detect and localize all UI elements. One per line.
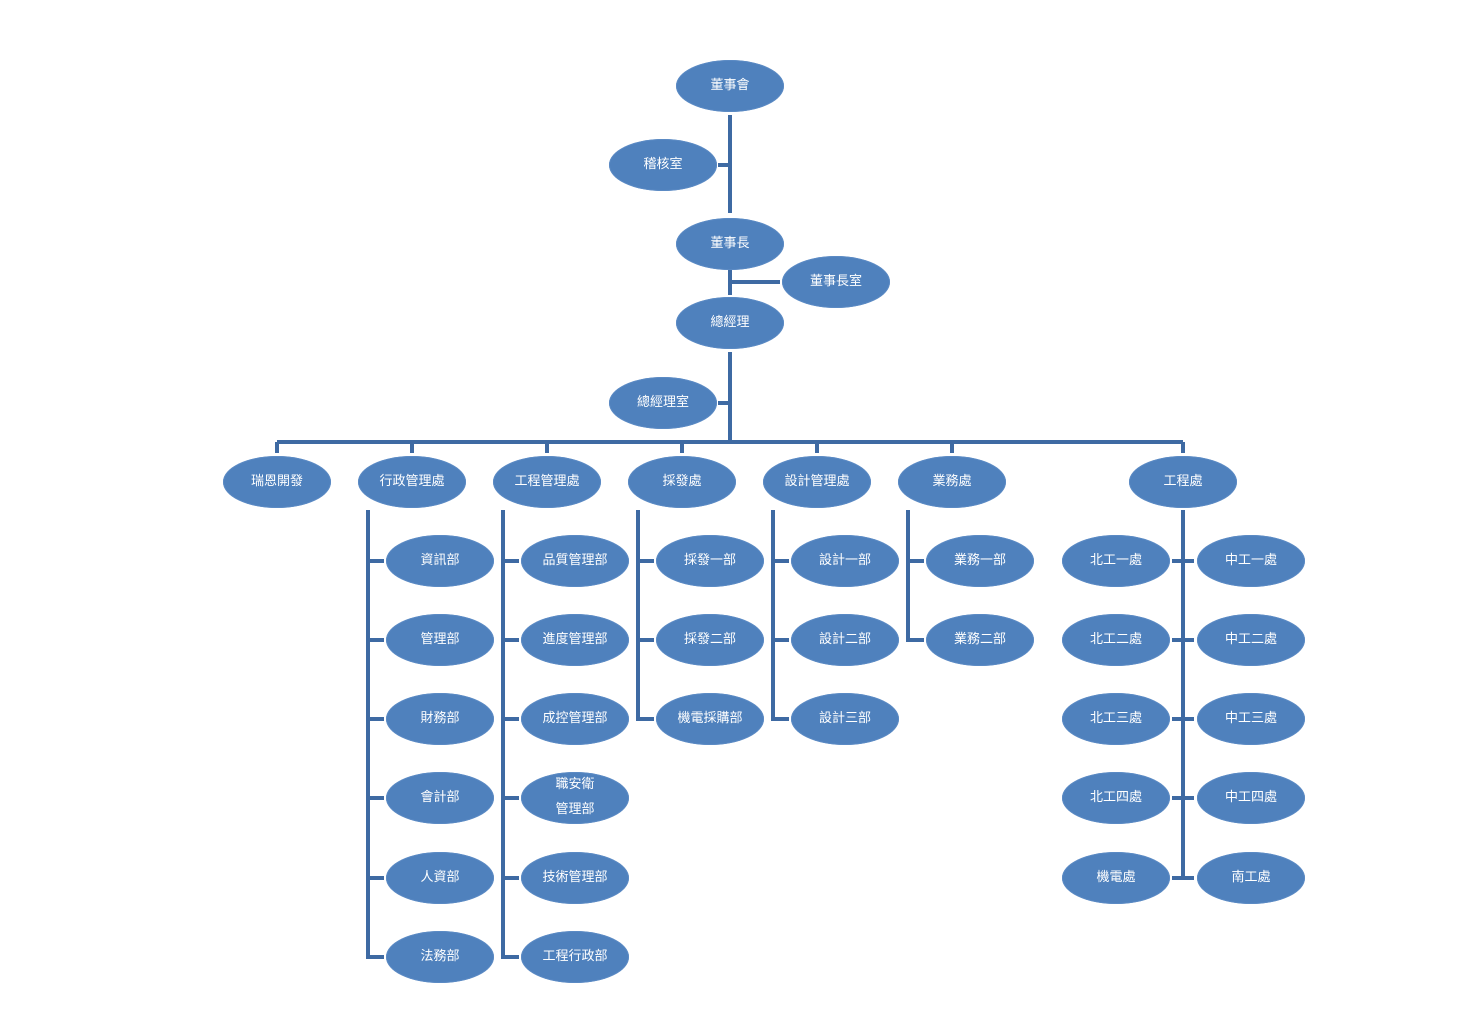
node-mep: 機電處 xyxy=(1062,852,1170,904)
node-central3: 中工三處 xyxy=(1197,693,1305,745)
node-audit: 稽核室 xyxy=(609,139,717,191)
node-label: 稽核室 xyxy=(643,156,683,172)
node-label: 北工三處 xyxy=(1089,710,1142,726)
node-label: 資訊部 xyxy=(420,552,460,568)
node-design1: 設計一部 xyxy=(791,535,899,587)
node-label: 管理部 xyxy=(420,631,460,647)
node-hr: 人資部 xyxy=(386,852,494,904)
node-label: 董事長室 xyxy=(809,273,862,289)
node-label: 採發二部 xyxy=(683,631,736,647)
node-south: 南工處 xyxy=(1197,852,1305,904)
node-label: 業務一部 xyxy=(953,552,1006,568)
node-north4: 北工四處 xyxy=(1062,772,1170,824)
node-label: 中工三處 xyxy=(1224,710,1277,726)
node-admin: 行政管理處 xyxy=(358,456,466,508)
node-biz1: 業務一部 xyxy=(926,535,1034,587)
node-north2: 北工二處 xyxy=(1062,614,1170,666)
node-label: 設計一部 xyxy=(818,552,871,568)
node-label: 總經理室 xyxy=(636,394,689,410)
node-label: 設計二部 xyxy=(818,631,871,647)
node-label: 北工一處 xyxy=(1089,552,1142,568)
node-proc1: 採發一部 xyxy=(656,535,764,587)
node-label: 工程管理處 xyxy=(514,473,580,489)
node-safety: 職安衛 管理部 xyxy=(521,772,629,824)
node-procurement: 採發處 xyxy=(628,456,736,508)
node-label: 董事會 xyxy=(710,77,750,93)
node-label: 南工處 xyxy=(1231,869,1271,885)
node-finance: 財務部 xyxy=(386,693,494,745)
node-label: 設計管理處 xyxy=(784,473,850,489)
node-central2: 中工二處 xyxy=(1197,614,1305,666)
node-label: 機電採購部 xyxy=(677,710,743,726)
node-management: 管理部 xyxy=(386,614,494,666)
node-accounting: 會計部 xyxy=(386,772,494,824)
node-label: 會計部 xyxy=(420,789,460,805)
node-label: 工程處 xyxy=(1163,473,1203,489)
node-label: 機電處 xyxy=(1096,869,1136,885)
node-label: 中工四處 xyxy=(1224,789,1277,805)
node-label: 總經理 xyxy=(710,314,750,330)
node-design: 設計管理處 xyxy=(763,456,871,508)
node-label: 成控管理部 xyxy=(542,710,608,726)
node-north3: 北工三處 xyxy=(1062,693,1170,745)
node-label: 職安衛 管理部 xyxy=(555,777,595,817)
node-label: 法務部 xyxy=(420,948,460,964)
node-label: 設計三部 xyxy=(818,710,871,726)
node-proc2: 採發二部 xyxy=(656,614,764,666)
node-label: 人資部 xyxy=(420,869,460,885)
node-label: 業務二部 xyxy=(953,631,1006,647)
node-label: 品質管理部 xyxy=(542,552,608,568)
node-label: 財務部 xyxy=(420,710,460,726)
node-gm-office: 總經理室 xyxy=(609,377,717,429)
node-label: 工程行政部 xyxy=(542,948,608,964)
node-general-manager: 總經理 xyxy=(676,297,784,349)
node-mep-proc: 機電採購部 xyxy=(656,693,764,745)
node-eng-admin: 工程行政部 xyxy=(521,931,629,983)
node-label: 行政管理處 xyxy=(379,473,445,489)
node-info: 資訊部 xyxy=(386,535,494,587)
node-chairman-office: 董事長室 xyxy=(782,256,890,308)
node-label: 北工四處 xyxy=(1089,789,1142,805)
node-design3: 設計三部 xyxy=(791,693,899,745)
node-legal: 法務部 xyxy=(386,931,494,983)
node-biz2: 業務二部 xyxy=(926,614,1034,666)
node-quality: 品質管理部 xyxy=(521,535,629,587)
node-chairman: 董事長 xyxy=(676,218,784,270)
node-label: 北工二處 xyxy=(1089,631,1142,647)
node-label: 採發一部 xyxy=(683,552,736,568)
node-design2: 設計二部 xyxy=(791,614,899,666)
node-business: 業務處 xyxy=(898,456,1006,508)
node-board: 董事會 xyxy=(676,60,784,112)
node-central4: 中工四處 xyxy=(1197,772,1305,824)
node-central1: 中工一處 xyxy=(1197,535,1305,587)
node-engineering: 工程處 xyxy=(1129,456,1237,508)
node-label: 業務處 xyxy=(932,473,972,489)
node-schedule: 進度管理部 xyxy=(521,614,629,666)
node-label: 董事長 xyxy=(710,235,750,251)
node-eng-mgmt: 工程管理處 xyxy=(493,456,601,508)
node-tech: 技術管理部 xyxy=(521,852,629,904)
node-ruien: 瑞恩開發 xyxy=(223,456,331,508)
node-label: 中工二處 xyxy=(1224,631,1277,647)
node-label: 採發處 xyxy=(662,473,702,489)
node-north1: 北工一處 xyxy=(1062,535,1170,587)
node-label: 進度管理部 xyxy=(542,631,608,647)
node-cost: 成控管理部 xyxy=(521,693,629,745)
node-label: 瑞恩開發 xyxy=(250,473,303,489)
node-label: 技術管理部 xyxy=(542,869,608,885)
node-label: 中工一處 xyxy=(1224,552,1277,568)
